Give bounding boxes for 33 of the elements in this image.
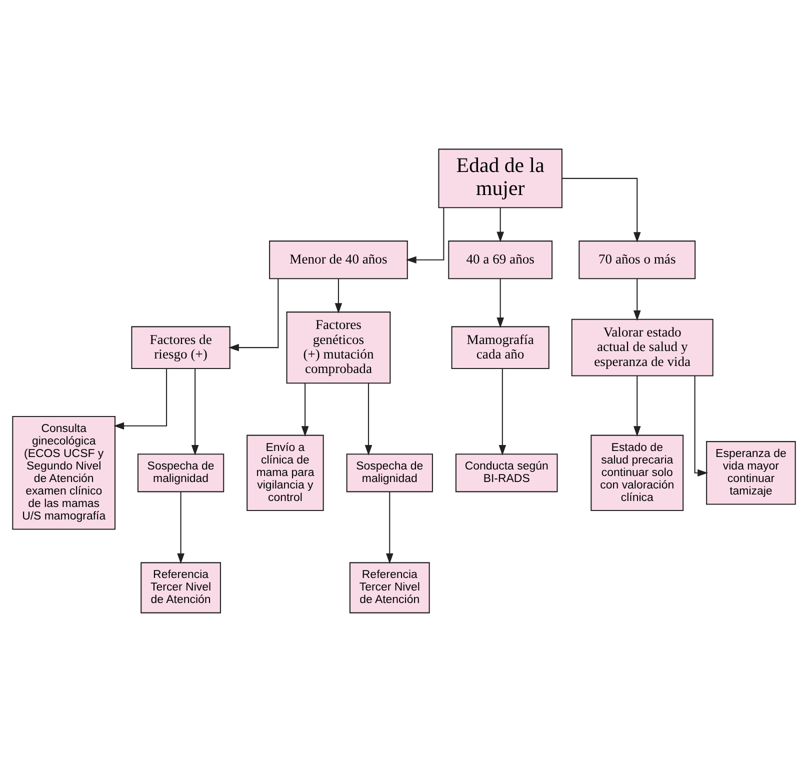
arrow bbox=[386, 491, 394, 564]
arrow bbox=[496, 207, 504, 242]
node-box: Conducta según BI-RADS bbox=[455, 453, 558, 492]
arrow bbox=[633, 376, 641, 436]
arrow bbox=[191, 368, 199, 455]
node-box: Factores genéticos (+) mutación comprobada bbox=[286, 311, 391, 384]
arrow bbox=[301, 382, 309, 436]
arrow bbox=[562, 177, 641, 242]
node-box: Sospecha de malignidad bbox=[346, 453, 433, 492]
arrow bbox=[406, 207, 444, 264]
node-box: Estado de salud precaria continuar solo con valoración clínica bbox=[590, 434, 684, 510]
arrow bbox=[114, 368, 168, 430]
node-box: 70 años o más bbox=[578, 240, 696, 279]
node-box: Referencia Tercer Nivel de Atención bbox=[349, 562, 430, 613]
arrow bbox=[228, 278, 279, 351]
node-box: Valorar estado actual de salud y esperanza de vida bbox=[571, 318, 714, 376]
arrow bbox=[496, 278, 504, 328]
node-box: Menor de 40 años bbox=[269, 240, 408, 279]
arrow bbox=[633, 278, 641, 320]
node-box: 40 a 69 años bbox=[448, 240, 553, 279]
arrow bbox=[177, 491, 184, 564]
arrow bbox=[364, 382, 372, 455]
node-box: Envío a clínica de mama para vigilancia y control bbox=[246, 434, 324, 510]
node-box: Factores de riesgo (+) bbox=[131, 326, 230, 368]
node-box: Mamografía cada año bbox=[451, 326, 550, 368]
arrow bbox=[694, 376, 708, 476]
node-box: Esperanza de vida mayor continuar tamizaje bbox=[706, 440, 796, 504]
arrow bbox=[498, 368, 506, 455]
arrow bbox=[334, 278, 342, 314]
node-box: Consulta ginecológica (ECOS UCSF y Segundo Nivel de Atención examen clínico de las mamas U/S mamografía bbox=[12, 415, 116, 530]
node-box: Referencia Tercer Nivel de Atención bbox=[140, 562, 221, 613]
node-box: Edad de la mujer bbox=[438, 148, 562, 208]
node-box: Sospecha de malignidad bbox=[137, 453, 224, 492]
